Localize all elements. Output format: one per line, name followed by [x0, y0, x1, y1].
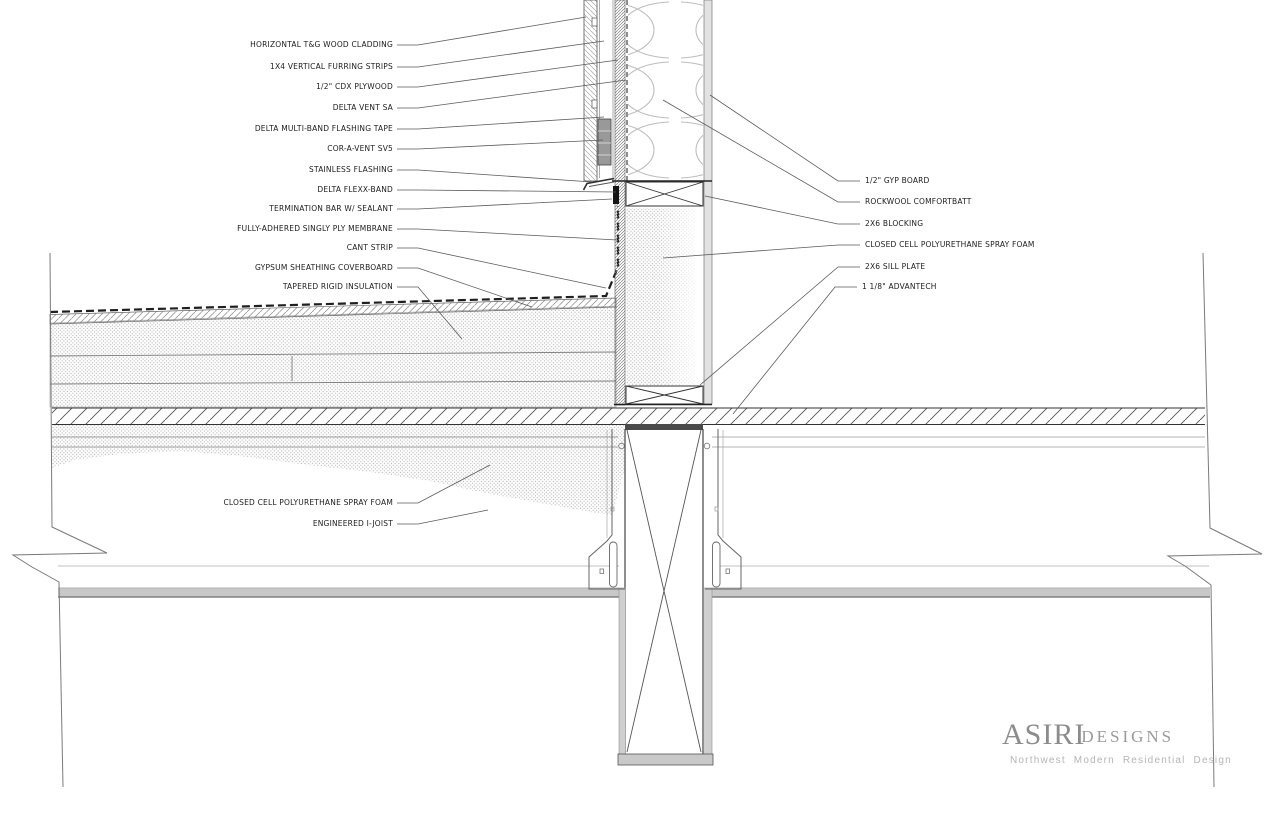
brand-name: ASIRI: [1002, 718, 1086, 751]
asiri-logo: ASIRIDESIGNS Northwest Modern Residentia…: [1002, 718, 1232, 766]
i-joist-hanger-left: [588, 429, 625, 590]
wood-cladding: [583, 0, 598, 182]
break-line-left: [11, 252, 108, 788]
label-horizontal-tg-wood-cladding: HORIZONTAL T&G WOOD CLADDING: [250, 40, 393, 49]
label-stainless-flashing: STAINLESS FLASHING: [309, 165, 393, 174]
label-fully-adhered-singly-ply-membrane: FULLY-ADHERED SINGLY PLY MEMBRANE: [237, 224, 393, 233]
label-2x6-blocking: 2X6 BLOCKING: [865, 219, 924, 228]
exterior-wall-assembly: [582, 0, 713, 406]
post-side-finish: [618, 587, 626, 756]
rockwool-comfortbatt: [628, 0, 703, 181]
label-closed-cell-spray-foam-floor: CLOSED CELL POLYURETHANE SPRAY FOAM: [223, 498, 393, 507]
floor-assembly: [52, 407, 1210, 598]
ceiling-finish: [58, 587, 1210, 598]
post-top-cap: [625, 424, 703, 430]
roof-assembly: [49, 206, 620, 408]
label-cor-a-vent-sv5: COR-A-VENT SV5: [327, 144, 393, 153]
2x6-sill-plate: [614, 385, 712, 406]
post-bottom-cap: [617, 753, 714, 766]
cor-a-vent-sv5: [597, 118, 612, 166]
brand-tagline: Northwest Modern Residential Design: [1010, 755, 1232, 766]
label-1x4-vertical-furring-strips: 1X4 VERTICAL FURRING STRIPS: [269, 62, 393, 71]
label-closed-cell-spray-foam-wall: CLOSED CELL POLYURETHANE SPRAY FOAM: [865, 240, 1035, 249]
label-cant-strip: CANT STRIP: [346, 243, 393, 252]
break-line-right: [1166, 252, 1263, 788]
leader-lines: [397, 16, 860, 525]
stainless-flashing: [582, 177, 615, 191]
label-delta-multi-band-flashing-tape: DELTA MULTI-BAND FLASHING TAPE: [254, 124, 393, 133]
post-and-joists: [588, 424, 742, 766]
i-joist-hanger-right: [703, 429, 742, 590]
label-delta-flexx-band: DELTA FLEXX-BAND: [317, 185, 393, 194]
tg-joint: [591, 17, 598, 27]
brand-word: DESIGNS: [1081, 727, 1175, 746]
label-tapered-rigid-insulation: TAPERED RIGID INSULATION: [282, 282, 393, 291]
2x6-blocking: [612, 180, 712, 207]
post-side-finish: [703, 587, 713, 756]
label-engineered-i-joist: ENGINEERED I-JOIST: [312, 519, 393, 528]
label-delta-vent-sa: DELTA VENT SA: [332, 103, 393, 112]
advantech-subfloor: [52, 408, 1205, 425]
break-lines: [11, 252, 1263, 788]
spray-foam-under-floor: [52, 425, 625, 515]
single-ply-membrane: [49, 206, 620, 314]
tg-joint: [591, 99, 598, 109]
label-rockwool-comfortbatt: ROCKWOOL COMFORTBATT: [865, 197, 972, 206]
gyp-board: [703, 0, 713, 405]
label-half-inch-cdx-plywood: 1/2" CDX PLYWOOD: [316, 82, 393, 91]
label-termination-bar-w-sealant: TERMINATION BAR W/ SEALANT: [269, 204, 393, 213]
label-2x6-sill-plate: 2X6 SILL PLATE: [865, 262, 926, 271]
label-advantech: 1 1/8" ADVANTECH: [862, 282, 937, 291]
label-half-inch-gyp-board: 1/2" GYP BOARD: [865, 176, 930, 185]
label-gypsum-sheathing-coverboard: GYPSUM SHEATHING COVERBOARD: [255, 263, 393, 272]
termination-bar: [613, 186, 619, 204]
